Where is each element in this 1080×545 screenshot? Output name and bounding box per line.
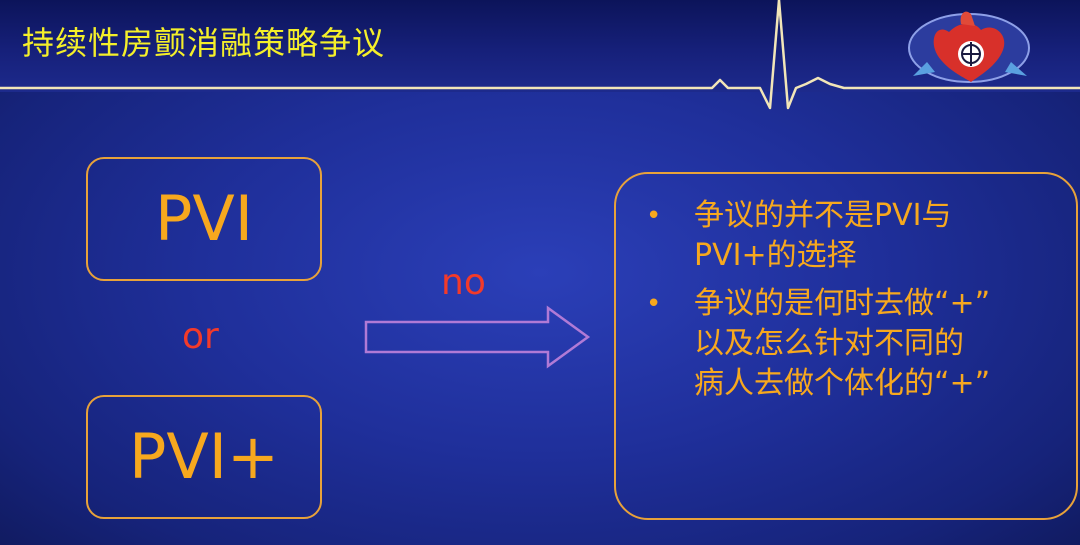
slide-title: 持续性房颤消融策略争议 — [22, 24, 386, 62]
no-label: no — [441, 262, 486, 303]
ecg-line-icon — [0, 0, 1080, 110]
right-arrow-icon — [364, 305, 591, 369]
option-pvi-plus-box: PVI+ — [86, 395, 322, 519]
bullet-item: • 争议的是何时去做“+” 以及怎么针对不同的 病人去做个体化的“+” — [646, 284, 1068, 404]
option-pvi-box: PVI — [86, 157, 322, 281]
bullet-list: • 争议的并不是PVI与 PVI+的选择 • 争议的是何时去做“+” 以及怎么针… — [646, 196, 1068, 412]
or-label: or — [182, 316, 219, 357]
bullet-dot-icon: • — [646, 201, 662, 231]
explanation-box: • 争议的并不是PVI与 PVI+的选择 • 争议的是何时去做“+” 以及怎么针… — [614, 172, 1078, 520]
bullet-dot-icon: • — [646, 289, 662, 319]
option-pvi-plus-label: PVI+ — [128, 420, 280, 493]
bullet-item: • 争议的并不是PVI与 PVI+的选择 — [646, 196, 1068, 276]
option-pvi-label: PVI — [154, 182, 254, 255]
bullet-text: 争议的并不是PVI与 PVI+的选择 — [694, 198, 952, 273]
slide-header: 持续性房颤消融策略争议 — [0, 0, 1080, 110]
heart-logo-icon — [908, 11, 1030, 83]
bullet-text: 争议的是何时去做“+” 以及怎么针对不同的 病人去做个体化的“+” — [694, 286, 991, 401]
